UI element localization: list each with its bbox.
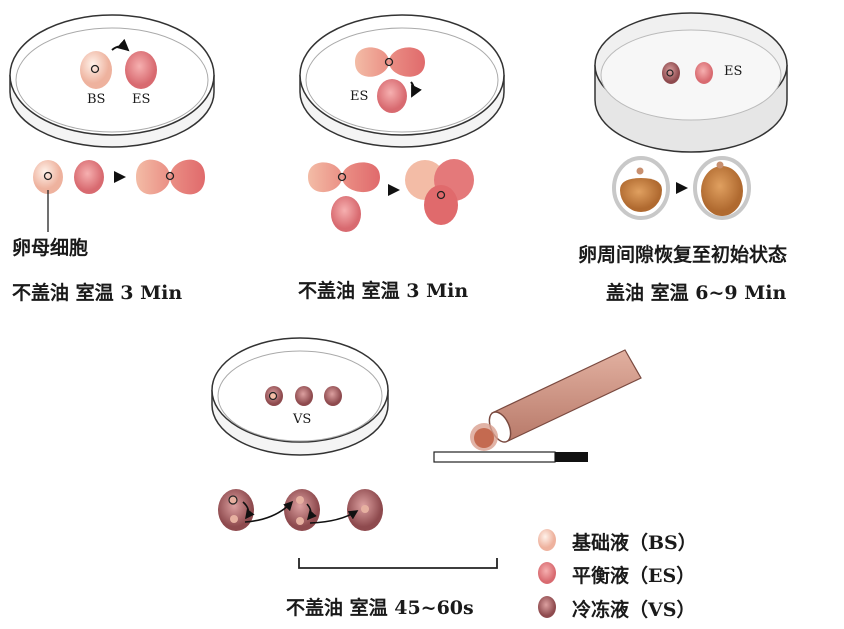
oocyte-icon [90, 64, 100, 74]
panel3-condition: 盖油 室温 6~9 Min [606, 282, 787, 304]
legend-swatch-bs [538, 529, 556, 551]
panel3-process [612, 156, 751, 220]
panel4-condition: 不盖油 室温 45~60s [286, 597, 474, 619]
straw-loading [433, 349, 642, 463]
petri-dish-2 [299, 14, 505, 148]
legend-swatch-es [538, 562, 556, 584]
time-bracket [298, 558, 498, 569]
legend-label-bs: 基础液（BS） [572, 532, 697, 554]
petri-dish-1 [9, 14, 215, 148]
legend-swatches [538, 529, 556, 618]
bs-drop [80, 51, 112, 89]
oocyte-label: 卵母细胞 [12, 237, 89, 259]
panel4-process [218, 489, 498, 569]
petri-dish-3-oil [594, 12, 788, 153]
panel2-condition: 不盖油 室温 3 Min [298, 280, 469, 302]
legend-swatch-vs [538, 596, 556, 618]
carrier-strip [433, 451, 556, 463]
dish-label-es: ES [350, 89, 369, 104]
carrier-handle [555, 452, 588, 462]
panel3-note: 卵周间隙恢复至初始状态 [578, 244, 788, 266]
dish-label-bs: BS [87, 92, 106, 107]
es-drop [377, 79, 407, 113]
dish-label-es: ES [132, 92, 151, 107]
panel1-condition: 不盖油 室温 3 Min [12, 282, 183, 304]
dish-label-es: ES [724, 64, 743, 79]
transfer-arrow-icon [111, 38, 130, 52]
petri-dish-4 [211, 337, 389, 456]
legend-label-vs: 冷冻液（VS） [572, 599, 696, 621]
panel1-process [33, 159, 205, 232]
dish-label-vs: VS [293, 412, 312, 427]
es-drop [125, 51, 157, 89]
panel2-process [308, 159, 474, 232]
transfer-arrow-icon [410, 81, 422, 98]
legend-label-es: 平衡液（ES） [572, 565, 696, 587]
